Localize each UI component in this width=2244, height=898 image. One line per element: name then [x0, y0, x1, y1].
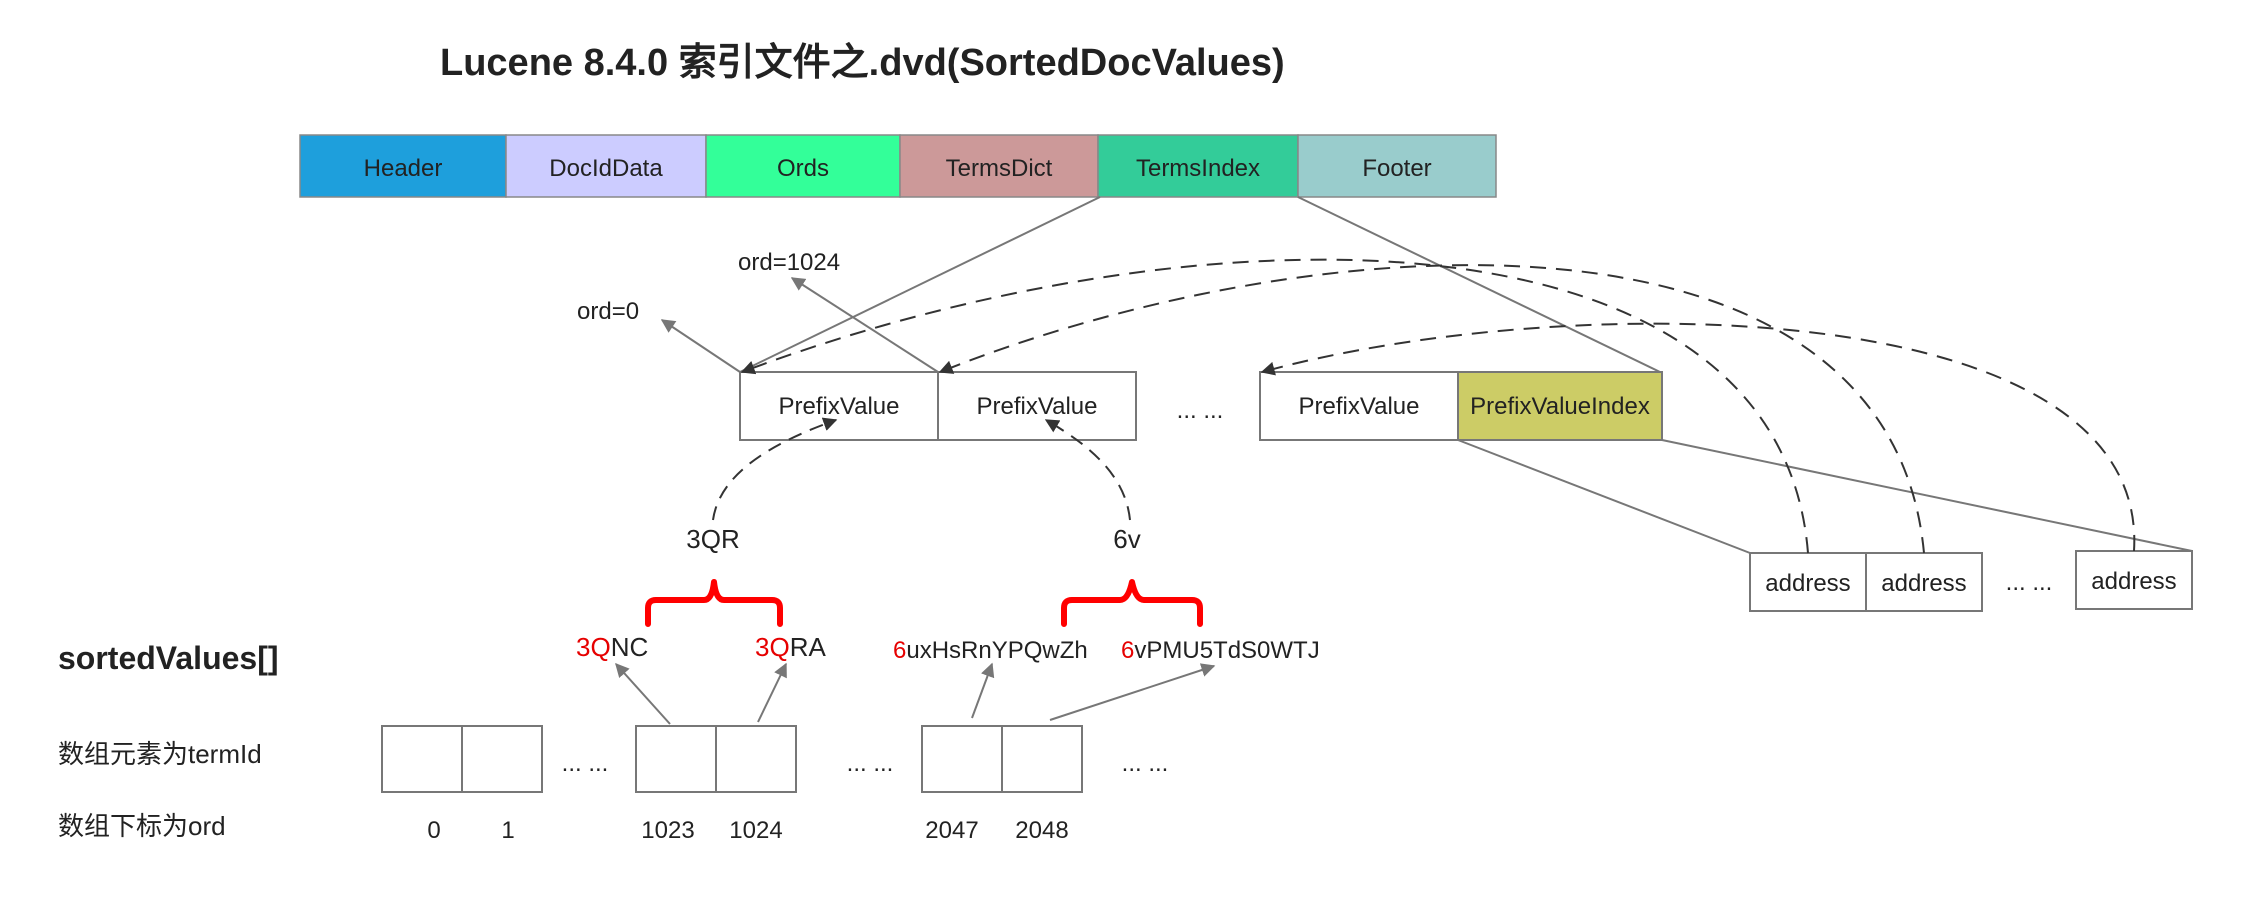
prefix-value-label-3: PrefixValue — [1299, 393, 1420, 420]
sorted-values-array: ... ... ... ... ... ... — [381, 725, 1169, 793]
prefix-value-row: PrefixValue PrefixValue ... ... PrefixVa… — [739, 371, 1663, 441]
diagram-title: Lucene 8.4.0 索引文件之.dvd(SortedDocValues) — [440, 42, 1285, 84]
index-1023: 1023 — [641, 817, 694, 844]
segment-header — [299, 134, 507, 198]
index-2047: 2047 — [925, 817, 978, 844]
segment-ords — [705, 134, 901, 198]
segment-docid-data-label: DocIdData — [549, 155, 663, 182]
segment-terms-dict — [899, 134, 1099, 198]
address-1-to-prefix-value-1-arrow — [740, 258, 1809, 554]
array-cell-1 — [461, 725, 543, 793]
term-6vpmu5tds0wtj-prefix: 6 — [1121, 637, 1134, 664]
array-cell-0 — [381, 725, 463, 793]
terms-index-expand-line-left — [739, 196, 1101, 373]
ord-0-arrow — [660, 319, 741, 373]
address-box-2 — [1865, 552, 1983, 612]
index-0: 0 — [427, 817, 440, 844]
cell-2048-to-term-6vp-arrow — [1049, 663, 1216, 721]
address-row-ellipsis: ... ... — [2006, 569, 2053, 596]
address-2-to-prefix-value-2-arrow — [938, 264, 1925, 554]
brace-3qr — [645, 579, 783, 627]
array-ellipsis-2: ... ... — [847, 750, 894, 777]
index-expand-line-left — [1457, 439, 1751, 554]
address-label-3: address — [2091, 568, 2176, 595]
address-3-to-prefix-value-3-arrow — [1260, 322, 2136, 552]
array-ellipsis-3: ... ... — [1122, 750, 1169, 777]
term-3qnc-prefix: 3Q — [576, 632, 611, 662]
term-3qnc: 3QNC — [576, 632, 648, 662]
address-label-2: address — [1881, 570, 1966, 597]
segment-footer-label: Footer — [1362, 155, 1431, 182]
segment-ords-label: Ords — [777, 155, 829, 182]
segment-footer — [1297, 134, 1497, 198]
term-6uxhsrnypqwzh-prefix: 6 — [893, 637, 906, 664]
prefix-value-box-1 — [739, 371, 939, 441]
index-1024: 1024 — [729, 817, 782, 844]
shared-prefix-label-3qr: 3QR — [686, 524, 739, 554]
file-structure-bar: Header DocIdData Ords TermsDict TermsInd… — [299, 134, 1497, 198]
term-3qra-suffix: RA — [790, 632, 827, 662]
index-expand-line-right — [1661, 439, 2193, 552]
prefix-value-label-1: PrefixValue — [779, 393, 900, 420]
cell-2047-to-term-6ux-arrow — [971, 662, 995, 719]
address-row: address address ... ... address — [1749, 550, 2193, 612]
segment-docid-data — [505, 134, 707, 198]
term-6uxhsrnypqwzh-suffix: uxHsRnYPQwZh — [906, 637, 1087, 664]
term-6vpmu5tds0wtj-suffix: vPMU5TdS0WTJ — [1134, 637, 1319, 664]
sorted-values-title: sortedValues[] — [58, 640, 279, 676]
row-label-termid: 数组元素为termId — [58, 739, 262, 769]
cell-1024-to-term-3qra-arrow — [757, 662, 787, 723]
term-6uxhsrnypqwzh: 6uxHsRnYPQwZh — [893, 637, 1088, 664]
address-label-1: address — [1765, 570, 1850, 597]
shared-prefix-label-6v: 6v — [1113, 524, 1140, 554]
term-3qnc-suffix: NC — [611, 632, 649, 662]
prefix-value-index-label: PrefixValueIndex — [1470, 393, 1650, 420]
term-3qra-prefix: 3Q — [755, 632, 790, 662]
row-label-ord: 数组下标为ord — [58, 811, 226, 841]
array-cell-1024 — [715, 725, 797, 793]
segment-header-label: Header — [364, 155, 443, 182]
term-3qra: 3QRA — [755, 632, 826, 662]
array-cell-1023 — [635, 725, 717, 793]
index-2048: 2048 — [1015, 817, 1068, 844]
ord-0-label: ord=0 — [577, 298, 639, 325]
shared-prefix-6v-arrow — [1044, 419, 1131, 521]
array-cell-2048 — [1001, 725, 1083, 793]
prefix-value-box-3 — [1259, 371, 1459, 441]
segment-terms-dict-label: TermsDict — [946, 155, 1053, 182]
array-indices: 0 1 1023 1024 2047 2048 — [427, 817, 1068, 844]
term-6vpmu5tds0wtj: 6vPMU5TdS0WTJ — [1121, 637, 1320, 664]
ord-1024-arrow — [790, 277, 939, 373]
prefix-value-label-2: PrefixValue — [977, 393, 1098, 420]
prefix-value-box-2 — [937, 371, 1137, 441]
segment-terms-index — [1097, 134, 1299, 198]
cell-1023-to-term-3qnc-arrow — [615, 662, 671, 725]
prefix-value-index-box — [1457, 371, 1663, 441]
brace-6v — [1061, 579, 1203, 627]
shared-prefix-3qr-arrow — [712, 417, 838, 521]
array-cell-2047 — [921, 725, 1003, 793]
prefix-value-row-ellipsis: ... ... — [1177, 397, 1224, 424]
terms-index-expand-line-right — [1297, 196, 1661, 373]
ord-1024-label: ord=1024 — [738, 249, 840, 276]
segment-terms-index-label: TermsIndex — [1136, 155, 1260, 182]
array-ellipsis-1: ... ... — [562, 750, 609, 777]
index-1: 1 — [501, 817, 514, 844]
address-box-3 — [2075, 550, 2193, 610]
